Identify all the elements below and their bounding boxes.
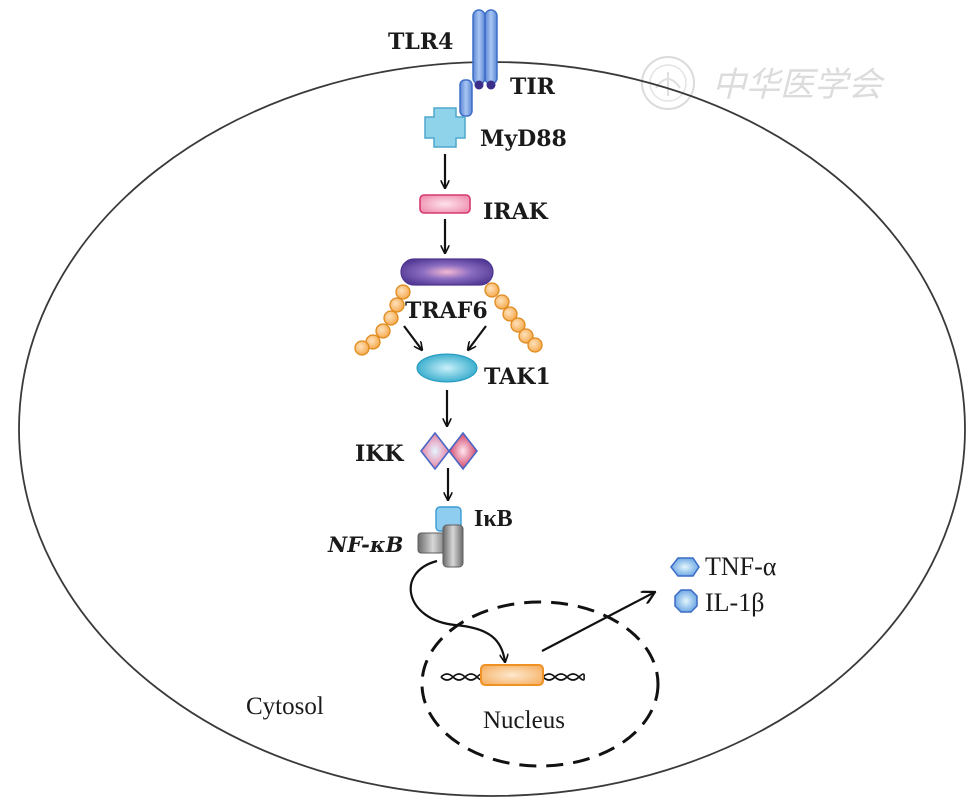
watermark: 中华医学会 <box>641 56 886 110</box>
ikb-nfkb-complex <box>417 506 464 568</box>
il1b-icon <box>674 589 698 613</box>
il1b-label: IL-1β <box>705 588 764 617</box>
traf6-protein <box>400 258 494 286</box>
arrow-nfkb-nucleus <box>409 559 505 662</box>
nfkb-subunit-right <box>442 524 464 568</box>
tir-label: TIR <box>510 74 556 100</box>
ubiquitin-chain-right <box>484 282 543 353</box>
tak1-label: TAK1 <box>484 364 551 390</box>
traf6-label: TRAF6 <box>405 298 488 324</box>
tak1-protein <box>416 353 478 383</box>
myd88-label: MyD88 <box>480 126 567 152</box>
ikb-label: IκB <box>474 506 513 532</box>
arrow-traf6-tak1-left <box>403 325 422 350</box>
irak-label: IRAK <box>483 199 549 225</box>
nucleus-envelope <box>420 600 660 768</box>
tnfa-label: TNF-α <box>705 552 777 581</box>
watermark-text: 中华医学会 <box>712 65 886 105</box>
ubiquitin-chain-left <box>354 284 411 356</box>
tnfa-icon <box>670 557 700 577</box>
dna-strand <box>440 673 585 681</box>
watermark-seal-icon <box>641 56 695 110</box>
arrow-traf6-tak1-right <box>468 325 487 350</box>
tlr4-receptor <box>472 9 498 85</box>
nfkb-label: NF-κB <box>327 532 403 557</box>
tir-domain <box>474 80 496 90</box>
ikk-label: IKK <box>355 441 404 467</box>
cytosol-label: Cytosol <box>246 693 324 720</box>
tlr4-label: TLR4 <box>388 29 453 55</box>
nucleus-label: Nucleus <box>483 707 565 734</box>
arrow-gene-cytokines <box>541 592 655 652</box>
myd88-tir-linker <box>459 79 473 117</box>
myd88-cross-shape <box>424 107 466 148</box>
target-gene <box>480 664 544 686</box>
ikk-complex <box>419 431 479 471</box>
irak-protein <box>419 194 471 214</box>
